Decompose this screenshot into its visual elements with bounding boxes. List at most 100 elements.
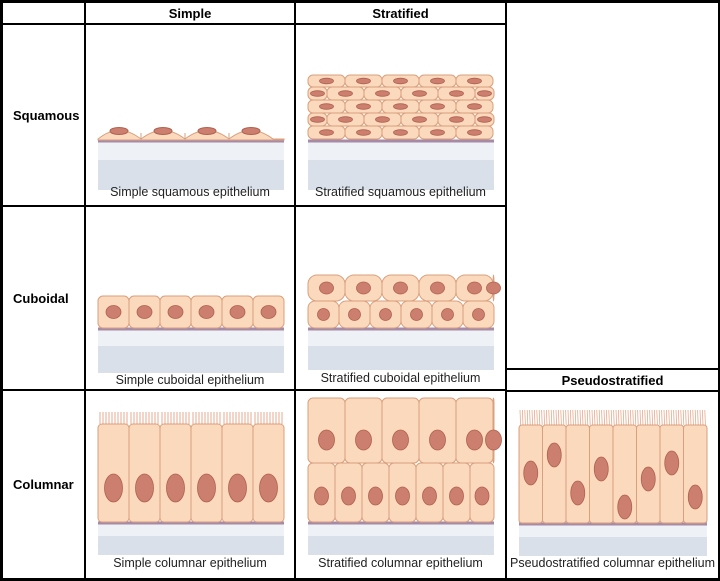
cilium [613,409,615,426]
nucleus [198,305,215,319]
cilium [565,409,567,426]
cilium [630,409,632,426]
cilium [572,409,574,426]
cilium [690,409,692,426]
cilium [656,409,658,426]
empty-right-area [507,3,718,368]
cilium [601,409,603,426]
column-header-stratified: Stratified [296,3,505,23]
nucleus [310,116,325,123]
cilium [553,409,555,426]
nucleus [104,473,123,503]
cilium [620,409,622,426]
nucleus [338,90,353,97]
corner-cell [3,3,84,23]
cilium [682,409,685,426]
cilium [577,409,579,426]
cilium [558,409,560,426]
nucleus [430,103,445,110]
nucleus [356,77,371,85]
nucleus [153,127,173,135]
epithelial-cell [221,423,254,523]
cilium [649,409,651,426]
cilium [526,409,529,426]
nucleus [229,305,246,319]
nucleus [319,77,334,85]
stratified-columnar-illustration [307,397,502,555]
cilium [582,409,584,426]
nucleus [368,486,383,506]
cilium [598,409,601,426]
cilium [579,409,581,426]
caption-simple-cuboidal: Simple cuboidal epithelium [115,373,265,387]
cilium [606,409,608,426]
epithelial-cell [190,423,223,523]
cilium [560,409,562,426]
cilium [692,409,694,426]
cilium [702,409,704,426]
cilium [678,409,680,426]
panel-stratified-squamous: Stratified squamous epithelium [296,25,505,205]
nucleus [474,486,490,506]
cilium [574,409,577,426]
cilium [618,409,620,426]
epithelial-cell [542,424,567,524]
simple-cuboidal-illustration [97,295,285,373]
nucleus [467,77,482,85]
nucleus [317,308,330,321]
row-label-columnar: Columnar [3,391,84,578]
cilium [627,409,629,426]
cilium [663,409,665,426]
column-header-simple: Simple [86,3,294,23]
cilium [534,409,536,426]
nucleus [395,486,410,506]
cilium [639,409,641,426]
cilium [634,409,637,426]
nucleus [477,90,492,97]
cilium [562,409,565,426]
pseudostratified-columnar-illustration [518,409,708,556]
caption-simple-columnar: Simple columnar epithelium [113,556,267,570]
cilium [589,409,591,426]
nucleus [393,103,408,110]
cilium [548,409,550,426]
nucleus [105,305,122,319]
cilium [666,409,668,426]
panel-stratified-columnar: Stratified columnar epithelium [296,391,505,578]
cilium [546,409,548,426]
cilium [668,409,670,426]
nucleus [449,486,464,506]
cilium [591,409,593,426]
cilium [522,409,524,426]
row-label-squamous: Squamous [3,25,84,205]
cilium [608,409,610,426]
cilium [697,409,699,426]
nucleus [467,103,482,110]
nucleus [429,429,446,451]
nucleus [430,281,445,295]
nucleus [422,486,437,506]
nucleus [355,429,372,451]
epithelial-cell [565,424,590,524]
cilium [644,409,646,426]
nucleus [348,308,361,321]
nucleus [241,127,261,135]
cilium [685,409,687,426]
cilium [680,409,682,426]
cilium [531,409,533,426]
cilium [586,409,589,426]
simple-squamous-illustration [97,127,285,190]
nucleus [570,480,586,506]
caption-stratified-squamous: Stratified squamous epithelium [315,185,486,199]
caption-stratified-cuboidal: Stratified cuboidal epithelium [320,371,481,385]
panel-pseudostratified-columnar: Pseudostratified columnar epithelium [507,392,718,578]
nucleus [640,466,656,492]
cilium [610,409,613,426]
epithelial-cell [97,423,130,523]
nucleus [472,308,485,321]
cilium [658,409,661,426]
nucleus [393,129,408,136]
nucleus [430,77,445,85]
nucleus [338,116,353,123]
